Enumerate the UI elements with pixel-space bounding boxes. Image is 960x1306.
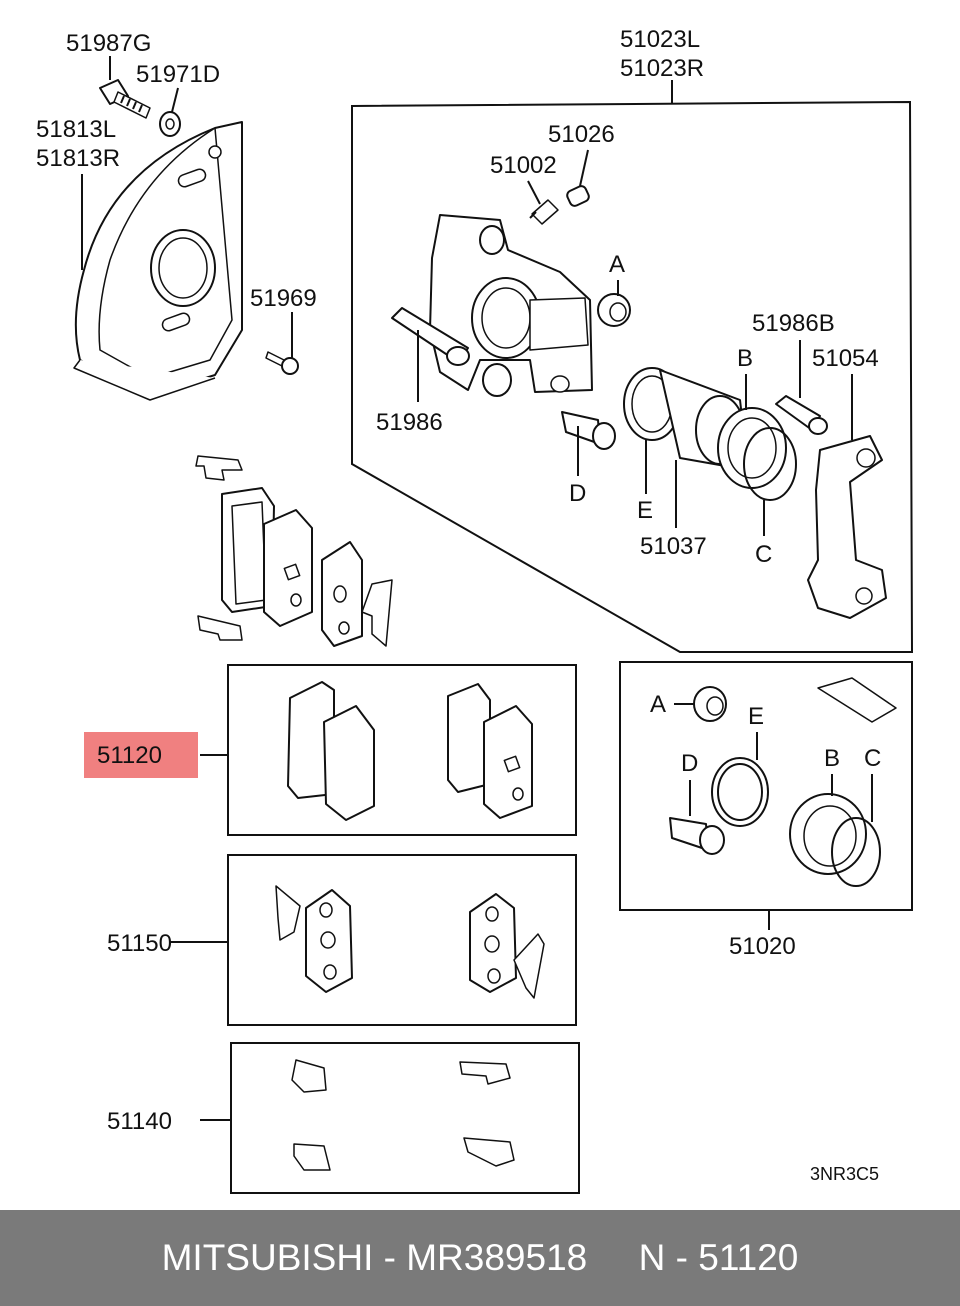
clips-51140-part — [291, 1059, 515, 1171]
label-kit-E: E — [748, 703, 764, 730]
label-51020: 51020 — [729, 933, 796, 960]
guide-pin-51986-part — [391, 307, 470, 366]
leader-51971D — [171, 87, 179, 113]
label-D-sleeve: D — [569, 480, 586, 507]
ring-C-part — [743, 427, 797, 501]
label-51140: 51140 — [107, 1108, 172, 1135]
pad-kit-51120-frame — [227, 664, 577, 836]
support-bracket-51054-part — [807, 435, 887, 619]
label-51120: 51120 — [97, 742, 162, 769]
label-51986B: 51986B — [752, 310, 835, 337]
footer-text: MITSUBISHI - MR389518 N - 51120 — [161, 1237, 799, 1278]
label-51054: 51054 — [812, 345, 879, 372]
label-51969: 51969 — [250, 285, 317, 312]
label-51023R: 51023R — [620, 55, 704, 82]
screw-51969-part — [265, 351, 299, 375]
label-51037: 51037 — [640, 533, 707, 560]
label-kit-C: C — [864, 745, 881, 772]
label-51023L: 51023L — [620, 26, 700, 53]
bleeder-cap-part — [566, 185, 590, 207]
clip-kit-51140-frame — [230, 1042, 580, 1194]
bushing-A-part — [597, 293, 631, 327]
label-51813R: 51813R — [36, 145, 120, 172]
label-51150: 51150 — [107, 930, 172, 957]
washer-51971D-part — [159, 111, 181, 137]
caliper-body-part — [429, 214, 593, 397]
seal-kit-51020-frame — [619, 661, 913, 911]
label-51971D: 51971D — [136, 61, 220, 88]
label-B-seal: B — [737, 345, 753, 372]
label-51026: 51026 — [548, 121, 615, 148]
highlight-51120 — [84, 732, 198, 778]
kit-bushing-A-part — [693, 686, 727, 722]
leader-51002 — [527, 180, 541, 205]
shim-kit-51150-frame — [227, 854, 577, 1026]
boot-E-part — [623, 367, 681, 441]
label-kit-A: A — [650, 691, 666, 718]
leader-51026 — [579, 149, 589, 187]
piston-seal-B-part — [717, 407, 787, 489]
label-51002: 51002 — [490, 152, 557, 179]
kit-seal-B-part — [789, 793, 867, 875]
sleeve-D-part — [561, 411, 616, 450]
kit-sleeve-D-part — [669, 817, 725, 855]
bolt-51987G-part — [99, 79, 151, 119]
label-A-bushing: A — [609, 251, 625, 278]
label-kit-D: D — [681, 750, 698, 777]
shims-51150-part — [275, 885, 545, 999]
label-kit-B: B — [824, 745, 840, 772]
bleeder-screw-part — [529, 199, 559, 225]
kit-ring-C-part — [831, 817, 881, 887]
label-51986: 51986 — [376, 409, 443, 436]
dust-shield-part — [73, 121, 243, 401]
caliper-assembly-frame — [351, 100, 914, 653]
diagram-code: 3NR3C5 — [810, 1164, 879, 1184]
kit-boot-E-part — [711, 757, 769, 827]
label-E-boot: E — [637, 497, 653, 524]
pad-set-exploded-part — [195, 455, 393, 647]
footer-part-info: MITSUBISHI - MR389518 N - 51120 — [0, 1210, 960, 1306]
brake-pads-51120-part — [287, 681, 533, 821]
label-51987G: 51987G — [66, 30, 151, 57]
label-C-ring: C — [755, 541, 772, 568]
label-51813L: 51813L — [36, 116, 116, 143]
brake-parts-diagram: 51987G 51971D 51813L 51813R 51969 51023L… — [36, 26, 914, 1194]
guide-pin-51986B-part — [775, 395, 828, 435]
kit-grease-pack-part — [817, 677, 897, 723]
